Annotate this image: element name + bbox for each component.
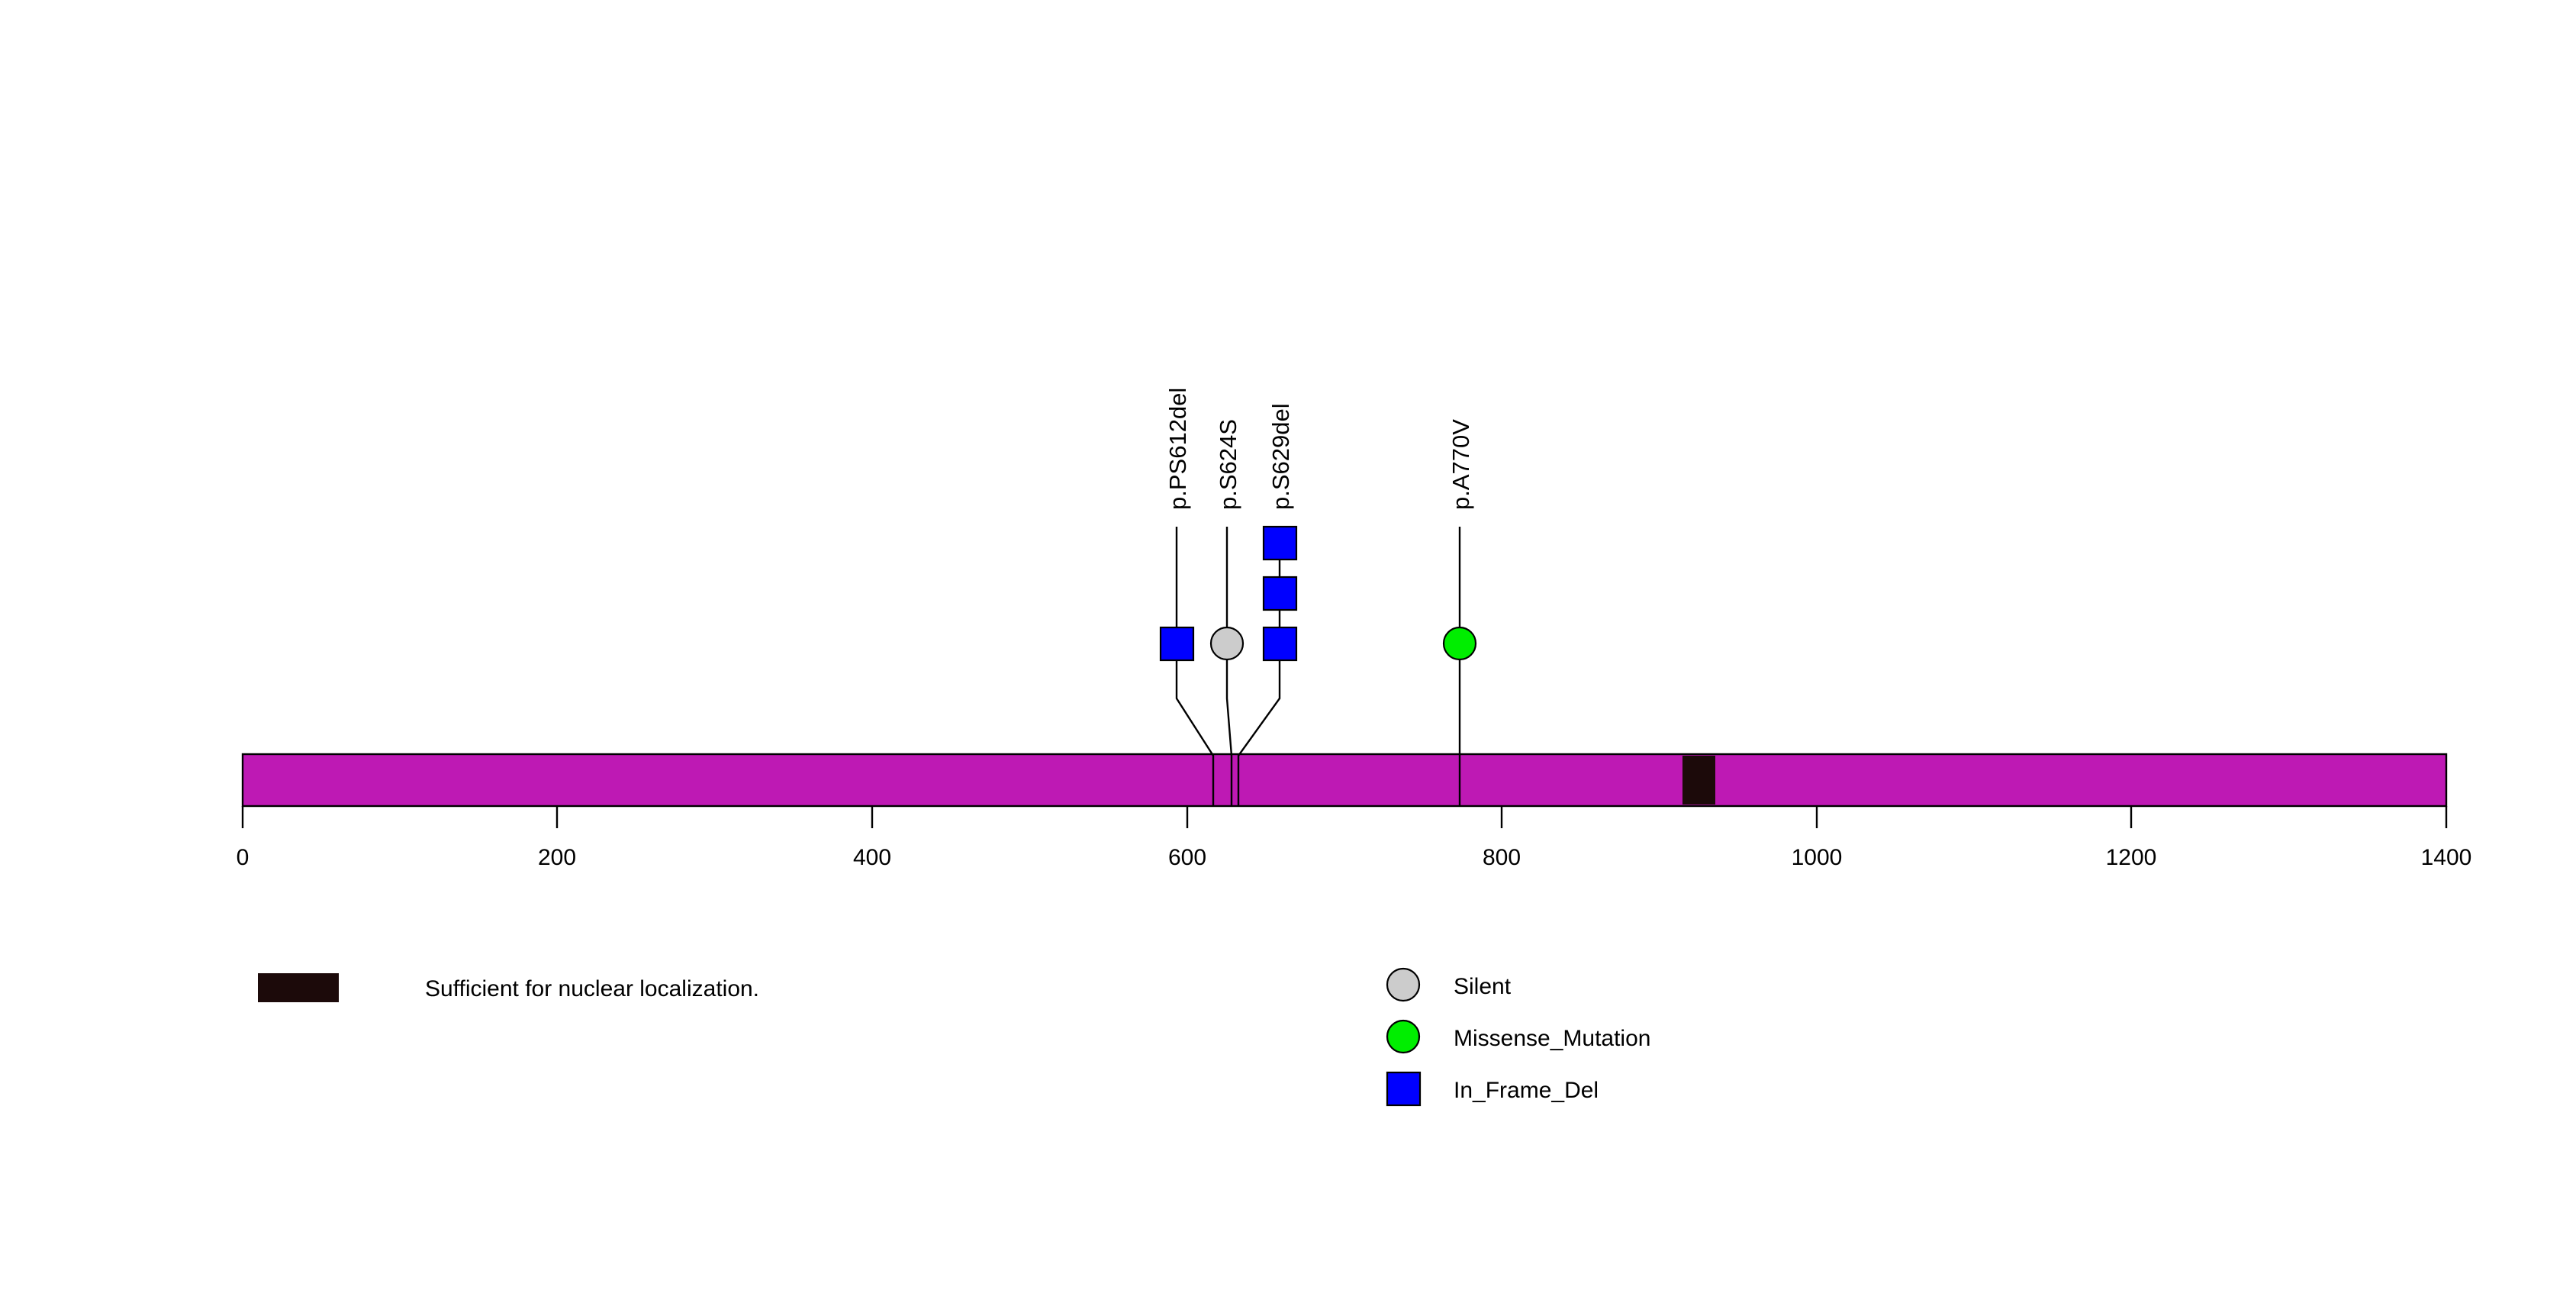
protein-domain-nuclear-localization[interactable]: [1682, 756, 1715, 805]
lollipop-label-p-PS612del: p.PS612del: [1164, 388, 1191, 510]
lollipop-stem-p-PS612del: [1175, 527, 1215, 806]
mutation-type-legend: Silent Missense_Mutation In_Frame_Del: [1386, 967, 1650, 1107]
lollipop-label-p-S629del: p.S629del: [1267, 403, 1294, 510]
mutation-legend-swatch-in-frame-del[interactable]: [1386, 1071, 1422, 1107]
x-axis-tick-label-600: 600: [1168, 845, 1206, 870]
x-axis-group: 0 200 400 600 800 1000 1200 1400: [237, 806, 2472, 870]
lollipop-marker-p-PS612del-1[interactable]: [1159, 626, 1195, 662]
x-axis-tick-label-1400: 1400: [2421, 845, 2472, 870]
lollipop-stem-p-S624S: [1225, 527, 1233, 806]
x-axis-tick-label-200: 200: [538, 845, 576, 870]
protein-backbone-group: [241, 753, 2448, 808]
mutation-legend-label-missense-mutation: Missense_Mutation: [1454, 1026, 1650, 1051]
lollipop-p-S629del[interactable]: p.S629del: [1237, 403, 1298, 806]
lollipop-marker-p-S624S-1[interactable]: [1209, 626, 1245, 661]
protein-backbone-bar: [241, 753, 2448, 808]
x-axis-tick-label-1200: 1200: [2106, 845, 2157, 870]
mutation-legend-label-in-frame-del: In_Frame_Del: [1454, 1078, 1599, 1103]
x-axis-tick-label-1000: 1000: [1792, 845, 1843, 870]
lollipop-label-p-A770V: p.A770V: [1447, 419, 1474, 510]
x-axis-tick-label-0: 0: [237, 845, 250, 870]
lollipop-label-p-S624S: p.S624S: [1215, 419, 1241, 510]
lollipop-marker-p-S629del-3[interactable]: [1262, 525, 1298, 561]
lollipop-stem-p-S629del: [1237, 527, 1281, 806]
domain-legend-swatch-nuclear-localization[interactable]: [258, 973, 339, 1002]
lollipop-marker-p-S629del-1[interactable]: [1262, 626, 1298, 662]
domain-legend-label-nuclear-localization: Sufficient for nuclear localization.: [425, 976, 759, 1001]
lollipop-p-A770V[interactable]: p.A770V: [1442, 419, 1477, 806]
domain-legend: Sufficient for nuclear localization.: [258, 973, 759, 1002]
x-axis-tick-label-400: 400: [853, 845, 891, 870]
x-axis-tick-label-800: 800: [1483, 845, 1521, 870]
mutation-legend-swatch-silent[interactable]: [1386, 967, 1421, 1002]
lollipop-p-S624S[interactable]: p.S624S: [1209, 419, 1245, 806]
lollipop-p-PS612del[interactable]: p.PS612del: [1159, 388, 1215, 806]
mutation-legend-label-silent: Silent: [1454, 974, 1512, 999]
mutation-legend-swatch-missense-mutation[interactable]: [1386, 1019, 1421, 1054]
lollipop-marker-p-S629del-2[interactable]: [1262, 576, 1298, 611]
lollipop-marker-p-A770V-1[interactable]: [1442, 626, 1477, 661]
